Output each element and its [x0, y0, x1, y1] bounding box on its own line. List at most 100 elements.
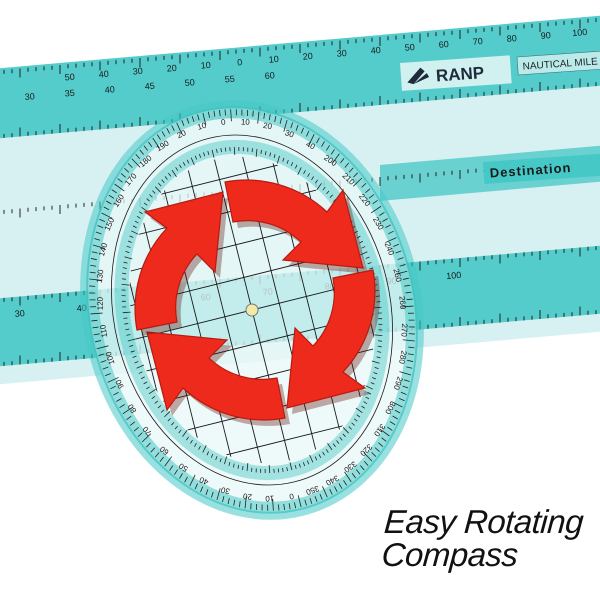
compass-tick	[104, 373, 111, 377]
compass-tick	[377, 345, 382, 348]
compass-tick	[218, 110, 221, 117]
caption-line-1: Easy Rotating	[382, 503, 585, 540]
compass-number: 290	[391, 375, 404, 391]
compass-tick	[326, 190, 330, 195]
ruler-top-band	[0, 15, 600, 139]
compass-tick	[216, 148, 218, 153]
compass-tick	[372, 200, 378, 205]
compass-tick	[224, 456, 228, 465]
compass-tick	[355, 407, 363, 414]
compass-tick	[216, 488, 221, 501]
compass-tick	[158, 182, 162, 187]
compass-tick	[351, 473, 357, 479]
compass-number: 10	[241, 118, 251, 127]
compass-tick	[150, 447, 156, 453]
compass-tick	[222, 496, 225, 503]
compass-tick	[261, 504, 263, 511]
compass-tick	[230, 109, 232, 122]
compass-tick	[246, 109, 248, 117]
compass-tick	[303, 170, 306, 175]
compass-tick	[398, 397, 405, 402]
compass-tick	[367, 262, 372, 265]
compass-tick	[385, 224, 391, 228]
compass-tick	[189, 474, 196, 486]
compass-number: 0	[288, 491, 295, 501]
compass-tick	[392, 415, 398, 420]
compass-tick	[374, 334, 383, 337]
compass-tick	[93, 333, 100, 336]
compass-tick	[143, 202, 148, 206]
compass-tick	[329, 194, 333, 199]
compass-tick	[224, 109, 226, 116]
compass-tick	[200, 486, 204, 493]
compass-tick	[127, 163, 133, 168]
ruler-number: 0	[237, 57, 243, 67]
compass-tick	[124, 168, 130, 173]
compass-tick	[344, 162, 350, 168]
compass-tick	[295, 164, 298, 169]
compass-tick	[160, 409, 165, 413]
compass-number: 30	[284, 128, 296, 139]
compass-tick	[147, 141, 153, 147]
compass-tick	[238, 501, 241, 508]
compass-number: 270	[399, 323, 409, 337]
compass-tick	[129, 345, 134, 347]
compass-tick	[277, 468, 280, 473]
compass-tick	[161, 131, 166, 137]
compass-tick	[126, 245, 131, 248]
compass-number: 280	[397, 350, 409, 365]
compass-tick	[89, 299, 96, 301]
compass-number: 40	[305, 140, 317, 152]
compass-tick	[91, 251, 98, 254]
compass-tick	[127, 240, 132, 243]
compass-tick	[326, 145, 330, 151]
compass-tick	[122, 311, 131, 314]
compass-tick	[156, 134, 161, 140]
compass-tick	[318, 454, 322, 459]
ruler-number: 50	[404, 42, 415, 53]
compass-tick	[274, 115, 277, 122]
compass-tick	[315, 179, 318, 184]
compass-tick	[143, 145, 149, 151]
compass-number: 20	[242, 491, 252, 501]
ruler-number: 60	[264, 70, 275, 81]
compass-tick	[242, 466, 244, 471]
compass-tick	[194, 443, 197, 447]
ruler-number: 100	[446, 270, 462, 281]
compass-tick	[94, 238, 101, 241]
compass-tick	[124, 323, 129, 325]
compass-number: 100	[104, 350, 117, 366]
compass-tick	[179, 164, 182, 169]
compass-tick	[100, 360, 107, 363]
compass-tick	[363, 401, 368, 404]
compass-tick	[241, 109, 243, 116]
compass-tick	[169, 465, 174, 471]
compass-tick	[406, 366, 413, 369]
compass-tick	[152, 190, 156, 194]
compass-tick	[252, 110, 254, 117]
compass-tick	[175, 167, 179, 171]
compass-tick	[198, 445, 201, 450]
compass-tick	[369, 267, 374, 270]
ruler-number: 40	[370, 45, 381, 56]
compass-tick	[339, 436, 343, 441]
compass-tick	[408, 346, 415, 349]
compass-tick	[190, 157, 195, 166]
compass-tick	[395, 270, 408, 275]
compass-tick	[256, 503, 258, 511]
compass-tick	[356, 414, 361, 418]
compass-tick	[131, 230, 139, 235]
compass-tick	[378, 323, 383, 325]
ruler-number: 10	[200, 60, 211, 71]
compass-tick	[95, 231, 102, 235]
compass-tick	[336, 440, 340, 444]
compass-tick	[206, 451, 209, 456]
compass-tick	[406, 298, 413, 301]
compass-number: 30	[220, 485, 231, 496]
compass-tick	[382, 218, 388, 222]
compass-tick	[354, 230, 358, 234]
compass-tick	[141, 433, 152, 443]
compass-tick	[228, 461, 231, 466]
compass-tick	[246, 463, 249, 472]
compass-tick	[408, 326, 415, 328]
